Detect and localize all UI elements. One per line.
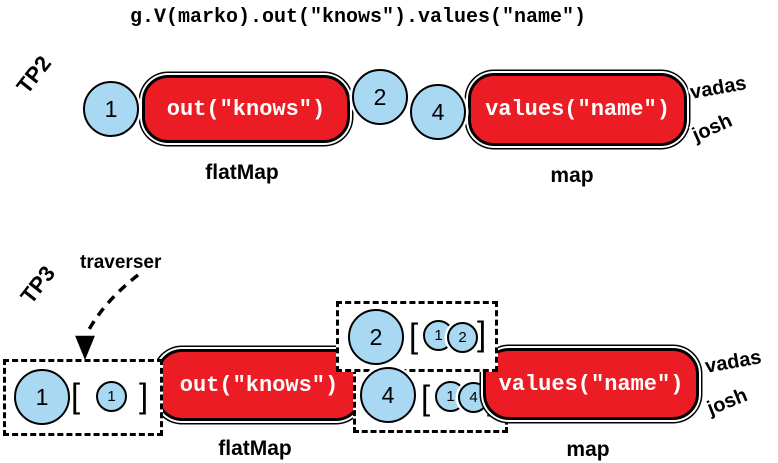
traverser-annotation: traverser — [80, 252, 162, 273]
tp3-step-values-name: values("name") — [483, 348, 699, 420]
tp2-step-out-knows: out("knows") — [142, 75, 350, 143]
tp3-input-head-circle: 1 — [14, 369, 70, 425]
tp3-output-josh: josh — [704, 384, 751, 420]
tp3-input-bracket-open: [ — [71, 376, 81, 415]
traverser-arrow-dashed-path — [83, 273, 140, 338]
tp3-map-label: map — [566, 438, 610, 461]
tp3-box2-bracket-close: ] — [477, 314, 487, 353]
tp2-traverser-circle-1: 1 — [83, 81, 139, 137]
tp3-head-circle-4: 4 — [360, 367, 416, 423]
tp2-output-josh: josh — [689, 109, 736, 147]
tp2-output-vadas: vadas — [688, 72, 749, 104]
tp3-input-bracket-close: ] — [139, 376, 149, 415]
tp3-flatmap-label: flatMap — [218, 437, 292, 460]
tp2-flatmap-label: flatMap — [205, 161, 279, 184]
tp3-box2-path-circle-2: 2 — [447, 322, 478, 353]
traverser-arrow — [72, 273, 140, 364]
gremlin-query-title: g.V(marko).out("knows").values("name") — [129, 6, 587, 29]
tp3-label: TP3 — [15, 261, 61, 309]
tp3-input-path-circle-1: 1 — [96, 381, 127, 412]
tp3-box4-bracket-open: [ — [421, 378, 431, 417]
tp2-step-values-name: values("name") — [468, 73, 687, 146]
tp2-label: TP2 — [11, 51, 57, 99]
tp3-box2-bracket-open: [ — [409, 316, 419, 355]
tp3-step-out-knows: out("knows") — [156, 349, 362, 421]
traverser-arrowhead — [72, 334, 98, 364]
tp2-traverser-circle-2: 2 — [352, 69, 408, 125]
tp2-map-label: map — [550, 164, 594, 187]
tp3-output-vadas: vadas — [703, 346, 764, 378]
tp2-traverser-circle-4: 4 — [410, 84, 466, 140]
tp3-head-circle-2: 2 — [348, 309, 404, 365]
